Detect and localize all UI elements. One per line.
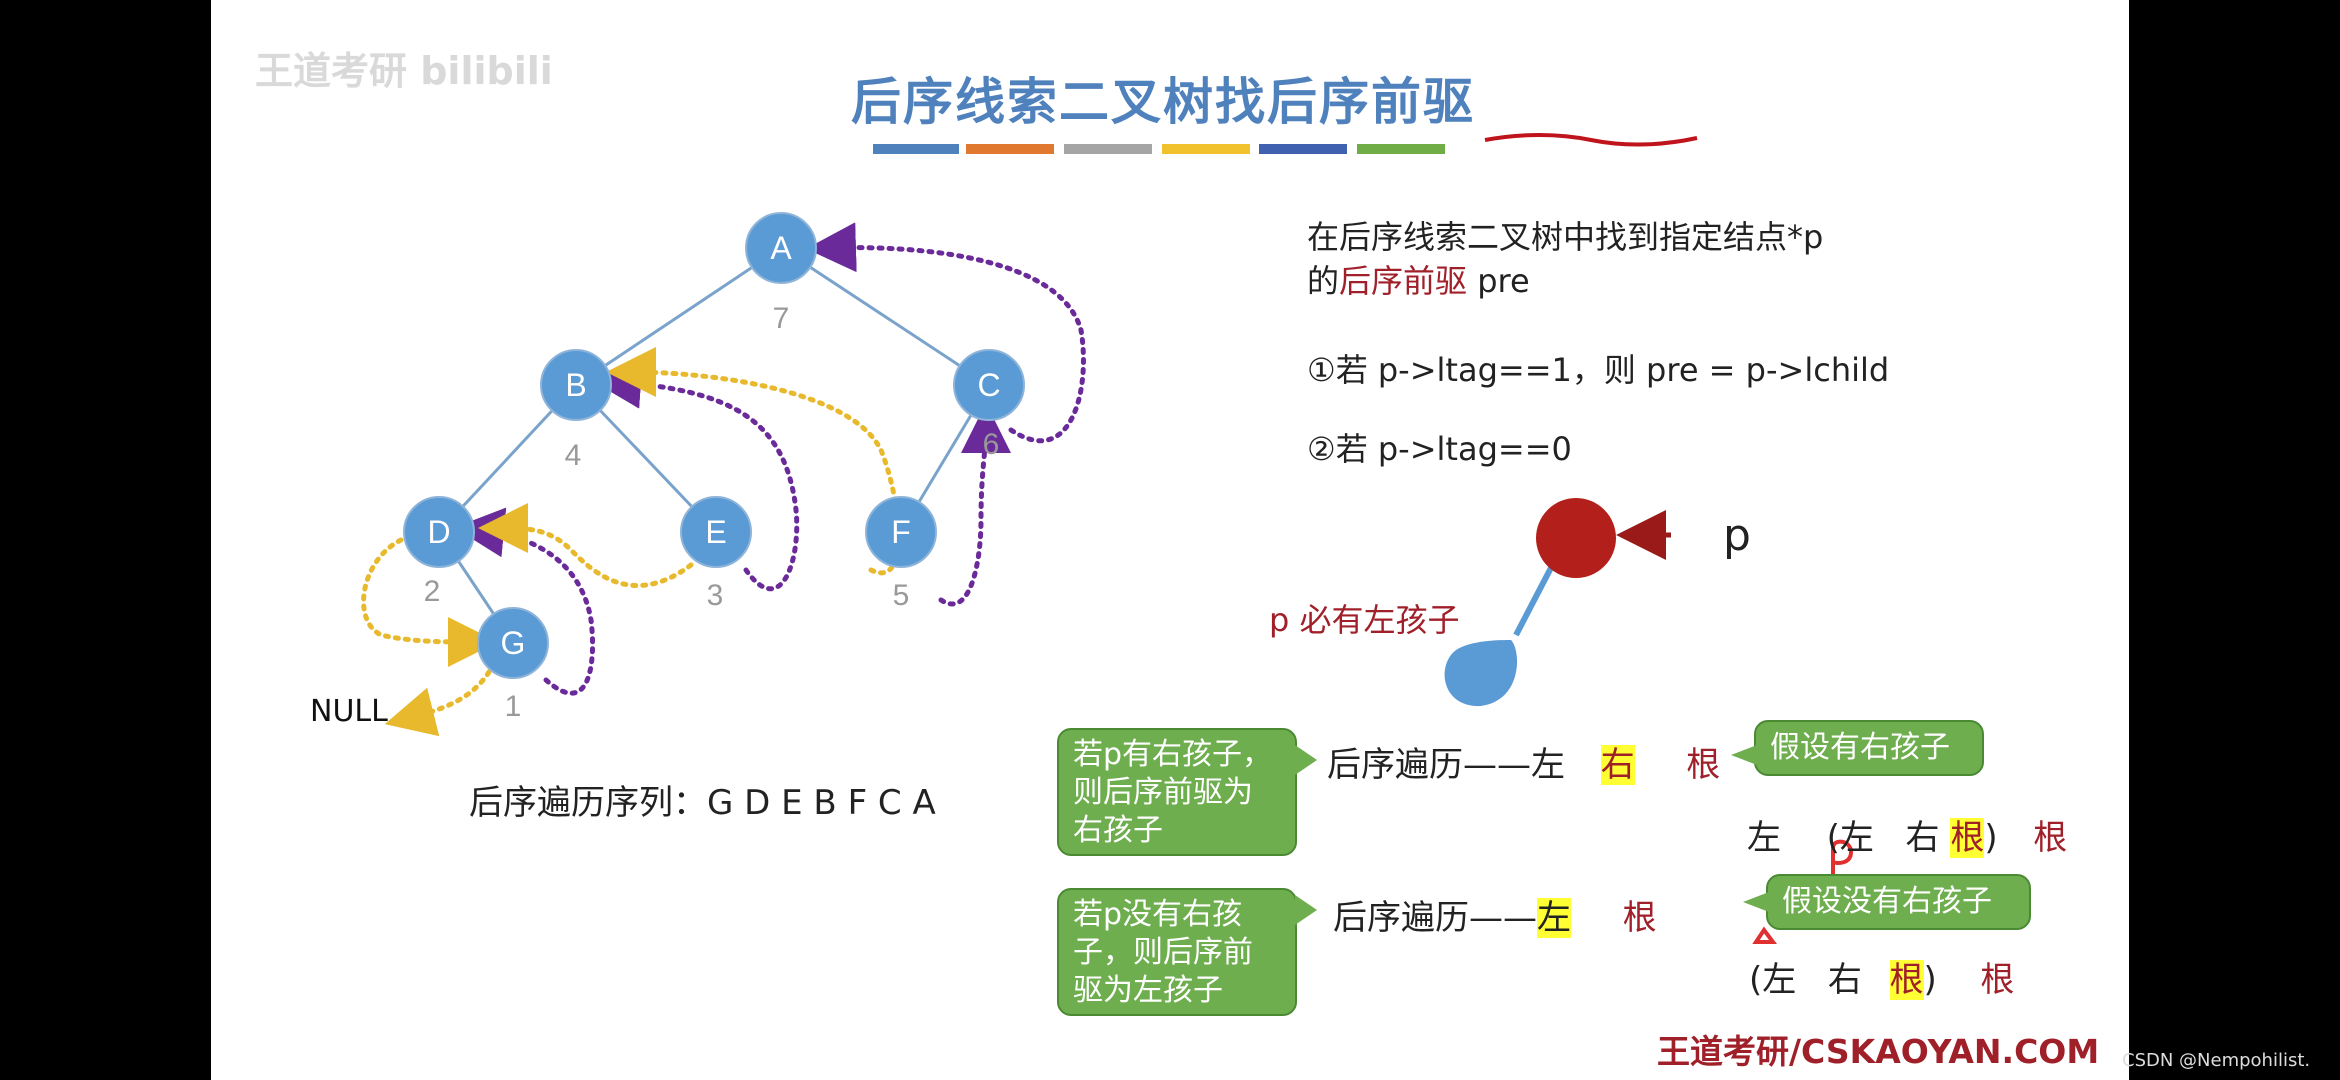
node-b-label: B: [565, 367, 586, 403]
slide-title: 后序线索二叉树找后序前驱: [851, 73, 1475, 131]
row2-close: ): [1984, 818, 1998, 858]
p-left-edge: [1513, 560, 1557, 637]
description-line2-prefix: 的: [1307, 262, 1340, 300]
row4-root2: 根: [1980, 960, 2015, 1000]
color-bar-6: [1357, 144, 1445, 154]
p-node-circle: [1536, 498, 1616, 578]
watermark-logo: 王道考研 bilibili: [255, 49, 553, 93]
row3-prefix: 后序遍历——: [1333, 898, 1537, 938]
row4-open: (左: [1749, 960, 1797, 1000]
node-e-label: E: [705, 514, 726, 550]
handwritten-p: [1831, 839, 1854, 880]
color-bar-3: [1064, 144, 1152, 154]
case-1: ①若 p->ltag==1，则 pre = p->lchild: [1307, 351, 1890, 389]
brand-footer: 王道考研/CSKAOYAN.COM: [1657, 1032, 2100, 1071]
node-d-circle: [403, 496, 475, 568]
description-line2: 的后序前驱 pre: [1307, 256, 1530, 302]
node-c-order: 6: [983, 428, 1000, 461]
hint-has-right-pointer: [1731, 745, 1757, 765]
csdn-watermark: CSDN @Nempohilist.: [2122, 1050, 2311, 1071]
row2-right: 右: [1905, 818, 1940, 858]
node-c-circle: [953, 349, 1025, 421]
node-e-circle: [680, 496, 752, 568]
node-f-order: 5: [893, 579, 910, 612]
traversal-row-2: 左 (左 右 根) 根: [1747, 810, 2067, 859]
hint-no-right-pointer: [1743, 892, 1769, 912]
color-bar-2: [966, 144, 1054, 154]
edge-a-c: [780, 246, 990, 387]
edge-a-b: [575, 246, 782, 387]
row4-right: 右: [1827, 960, 1862, 1000]
postorder-sequence: 后序遍历序列：G D E B F C A: [469, 783, 936, 823]
description-line2-suffix: pre: [1467, 262, 1530, 300]
node-a-label: A: [770, 230, 792, 266]
tree-diagram: A B C D E F G 7 4 6 2 3 5 1: [361, 212, 1854, 944]
node-b-circle: [540, 349, 612, 421]
row4-close: ): [1923, 960, 1937, 1000]
color-bar-5: [1259, 144, 1347, 154]
description-line1: 在后序线索二叉树中找到指定结点*p: [1307, 218, 1824, 256]
description-line2-red: 后序前驱: [1339, 262, 1468, 300]
callout-no-right-child: 若p没有右孩子，则后序前驱为左孩子: [1057, 888, 1297, 1016]
p-node-illustration: [1444, 498, 1671, 707]
node-a-circle: [745, 212, 817, 284]
callout-right-child: 若p有右孩子，则后序前驱为右孩子: [1057, 728, 1297, 856]
color-bar-4: [1162, 144, 1250, 154]
thread-d-to-g: [361, 537, 498, 667]
hint-has-right-child: 假设有右孩子: [1754, 720, 1984, 776]
node-b-order: 4: [565, 439, 582, 472]
thread-g-to-null: [384, 669, 492, 737]
thread-e-to-d: [478, 503, 694, 588]
tree-nodes: [403, 212, 1025, 679]
node-g-order: 1: [505, 690, 522, 723]
node-f-circle: [865, 496, 937, 568]
row2-left: 左: [1747, 818, 1781, 858]
row2-open: (左: [1826, 818, 1874, 858]
node-c-label: C: [977, 367, 1000, 403]
slide: 王道考研 bilibili 后序线索二叉树找后序前驱: [211, 0, 2129, 1080]
node-e-order: 3: [707, 579, 724, 612]
node-f-label: F: [891, 514, 911, 550]
traversal-row-4: (左 右 根) 根: [1749, 952, 2014, 1001]
node-d-label: D: [427, 514, 450, 550]
row2-root: 根: [1950, 818, 1985, 858]
row1-right: 右: [1600, 745, 1635, 785]
row1-root: 根: [1686, 745, 1721, 785]
thread-f-to-b: [606, 347, 901, 576]
node-g-label: G: [501, 625, 526, 661]
thread-c-to-a: [806, 222, 1086, 444]
left-child-shape: [1444, 640, 1518, 707]
row2-root2: 根: [2033, 818, 2068, 858]
traversal-row-1: 后序遍历——左 右 根: [1327, 737, 1720, 786]
case-2: ②若 p->ltag==0: [1307, 430, 1572, 468]
thread-f-to-c: [938, 403, 1011, 607]
row3-left: 左: [1537, 898, 1571, 938]
node-d-order: 2: [424, 575, 441, 608]
p-label: p: [1723, 510, 1751, 561]
callout-right-child-pointer: [1295, 745, 1317, 775]
node-a-order: 7: [773, 302, 790, 335]
hint-no-right-child: 假设没有右孩子: [1766, 874, 2031, 930]
row3-root: 根: [1622, 898, 1657, 938]
color-bar-1: [873, 144, 959, 154]
null-label: NULL: [310, 694, 388, 729]
row1-prefix: 后序遍历——左: [1327, 745, 1565, 785]
traversal-row-3: 后序遍历——左 根: [1333, 890, 1657, 939]
callout-no-right-child-pointer: [1295, 895, 1317, 925]
thread-e-to-b: [591, 358, 800, 592]
handwritten-triangle: [1752, 926, 1777, 944]
row4-root: 根: [1889, 960, 1924, 1000]
title-underline: [1484, 133, 1698, 147]
p-must-have-left-child: p 必有左孩子: [1269, 601, 1460, 639]
node-g-circle: [477, 607, 549, 679]
